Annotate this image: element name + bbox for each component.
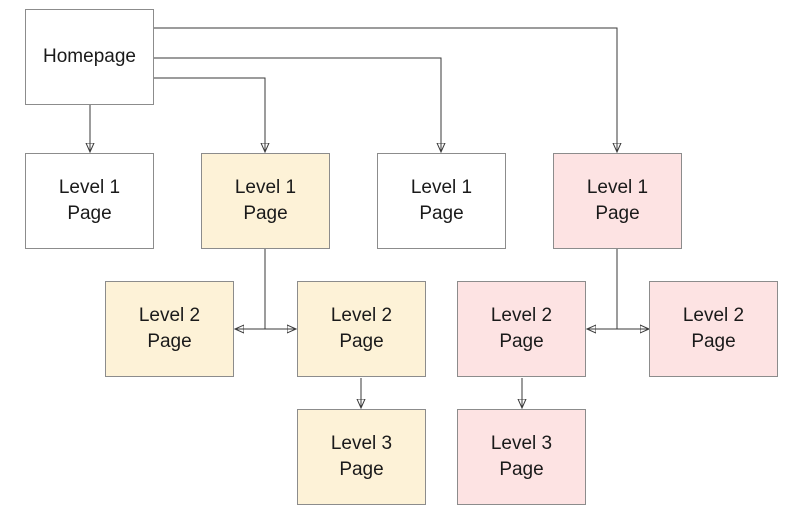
level-1-page-node-c: Level 1 Page	[377, 153, 506, 249]
level-3-page-label-a: Level 3 Page	[330, 433, 393, 480]
level-1-page-node-a: Level 1 Page	[25, 153, 154, 249]
homepage-node: Homepage	[25, 9, 154, 105]
level-3-page-label-b: Level 3 Page	[490, 433, 553, 480]
level-1-page-label-c: Level 1 Page	[410, 177, 473, 224]
level-2-page-node-a: Level 2 Page	[105, 281, 234, 377]
level-2-page-label-d: Level 2 Page	[682, 305, 745, 352]
level-1-page-label-a: Level 1 Page	[58, 177, 121, 224]
level-2-page-label-a: Level 2 Page	[138, 305, 201, 352]
level-1-page-node-d: Level 1 Page	[553, 153, 682, 249]
level-1-page-label-d: Level 1 Page	[586, 177, 649, 224]
level-3-page-node-a: Level 3 Page	[297, 409, 426, 505]
level-1-page-label-b: Level 1 Page	[234, 177, 297, 224]
edge-homepage-to-l1-d	[154, 27, 617, 152]
level-2-page-node-d: Level 2 Page	[649, 281, 778, 377]
level-2-page-node-c: Level 2 Page	[457, 281, 586, 377]
level-2-page-label-c: Level 2 Page	[490, 305, 553, 352]
edge-homepage-to-l1-c	[154, 57, 441, 152]
level-2-page-node-b: Level 2 Page	[297, 281, 426, 377]
level-3-page-node-b: Level 3 Page	[457, 409, 586, 505]
homepage-label: Homepage	[43, 46, 136, 67]
level-1-page-node-b: Level 1 Page	[201, 153, 330, 249]
level-2-page-label-b: Level 2 Page	[330, 305, 393, 352]
edge-homepage-to-l1-b	[154, 77, 265, 152]
